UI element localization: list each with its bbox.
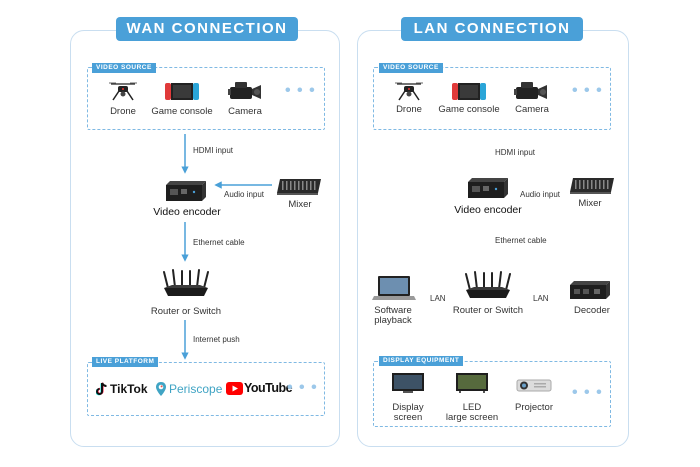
youtube-icon: [226, 382, 243, 395]
wan-ethernet-label: Ethernet cable: [193, 238, 245, 247]
source-game-console-label: Game console: [151, 106, 213, 117]
youtube-logo-text: YouTube: [244, 381, 293, 395]
software-playback-label-2: playback: [374, 315, 412, 326]
wan-title: WAN CONNECTION: [116, 17, 298, 41]
display-screen-label-2: screen: [393, 412, 423, 423]
periscope-logo-text: Periscope: [169, 382, 223, 396]
drone-icon: [395, 82, 423, 101]
wan-mixer-label: Mixer: [288, 199, 312, 210]
game-console-icon: [165, 83, 199, 100]
decoder-label: Decoder: [574, 305, 610, 316]
wan-video-source-tag: VIDEO SOURCE: [92, 63, 156, 73]
lan-left-label: LAN: [430, 294, 446, 303]
display-screen-icon: [392, 373, 424, 393]
wan-audio-label: Audio input: [224, 190, 265, 199]
wan-hdmi-label: HDMI input: [193, 146, 234, 155]
lan-audio-label: Audio input: [520, 190, 561, 199]
lan-right-label: LAN: [533, 294, 549, 303]
lan-mixer-label: Mixer: [578, 198, 602, 209]
more-platforms-indicator: • • •: [287, 379, 318, 396]
source-camera-label: Camera: [515, 104, 549, 115]
video-encoder-icon: [468, 178, 508, 198]
router-icon: [465, 271, 511, 298]
mixer-icon: [277, 179, 321, 195]
tiktok-icon: [96, 382, 107, 396]
tiktok-logo-text: TikTok: [110, 382, 148, 396]
more-sources-indicator: • • •: [572, 82, 603, 99]
laptop-icon: [372, 276, 416, 300]
drone-icon: [109, 82, 137, 101]
software-playback-label-1: Software: [374, 305, 412, 316]
lan-hdmi-label: HDMI input: [495, 148, 536, 157]
wan-encoder-label: Video encoder: [153, 206, 221, 218]
lan-video-source-box: [373, 67, 611, 130]
video-encoder-icon: [166, 181, 206, 201]
lan-video-source-tag: VIDEO SOURCE: [379, 63, 443, 73]
wan-video-source-box: [87, 67, 325, 130]
periscope-icon: [156, 382, 166, 396]
wan-router-label: Router or Switch: [150, 306, 222, 317]
source-camera-label: Camera: [228, 106, 262, 117]
mixer-icon: [570, 178, 614, 194]
live-platform-tag: LIVE PLATFORM: [92, 357, 159, 367]
display-equipment-tag: DISPLAY EQUIPMENT: [379, 356, 464, 366]
wan-panel: [70, 30, 340, 447]
projector-icon: [516, 379, 552, 392]
router-icon: [163, 269, 209, 296]
led-screen-label-2: large screen: [445, 412, 499, 423]
live-platform-box: [87, 362, 325, 416]
display-equipment-box: [373, 361, 611, 427]
camera-icon: [228, 82, 261, 99]
lan-router-label: Router or Switch: [452, 305, 524, 316]
wan-push-label: Internet push: [193, 335, 240, 344]
led-screen-icon: [456, 373, 488, 393]
more-sources-indicator: • • •: [285, 82, 316, 99]
led-screen-label-1: LED: [462, 402, 482, 413]
more-displays-indicator: • • •: [572, 384, 603, 401]
projector-label: Projector: [514, 402, 553, 413]
lan-ethernet-label: Ethernet cable: [495, 236, 547, 245]
source-drone-label: Drone: [110, 106, 136, 117]
source-drone-label: Drone: [396, 104, 422, 115]
game-console-icon: [452, 83, 486, 100]
lan-title: LAN CONNECTION: [401, 17, 583, 41]
camera-icon: [514, 82, 547, 99]
source-game-console-label: Game console: [438, 104, 500, 115]
lan-encoder-label: Video encoder: [454, 204, 522, 216]
display-screen-label-1: Display: [392, 402, 424, 413]
decoder-icon: [570, 281, 610, 299]
